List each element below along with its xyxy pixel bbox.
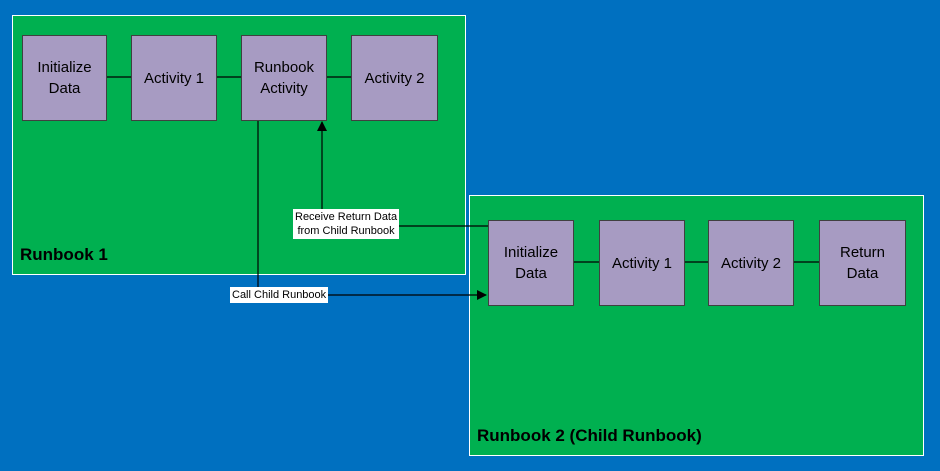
- runbook-2-title: Runbook 2 (Child Runbook): [477, 426, 702, 445]
- call-child-label: Call Child Runbook: [230, 287, 329, 303]
- rb2-initialize-data-box: Initialize Data: [488, 220, 574, 306]
- rb1-initialize-data-box: Initialize Data: [22, 35, 107, 121]
- receive-return-label-line-2: from Child Runbook: [297, 225, 395, 237]
- rb2-activity-2-box: Activity 2: [708, 220, 794, 306]
- receive-return-label: Receive Return Data from Child Runbook: [293, 209, 400, 239]
- rb1-activity-1-box: Activity 1: [131, 35, 217, 121]
- receive-return-label-line-1: Receive Return Data: [295, 211, 398, 223]
- rb1-runbook-activity-box: Runbook Activity: [241, 35, 327, 121]
- rb1-activity-2-box: Activity 2: [351, 35, 438, 121]
- rb2-activity-1-box: Activity 1: [599, 220, 685, 306]
- call-child-arrow: [257, 121, 487, 300]
- runbook-1-title: Runbook 1: [20, 245, 108, 264]
- rb2-return-data-box: Return Data: [819, 220, 906, 306]
